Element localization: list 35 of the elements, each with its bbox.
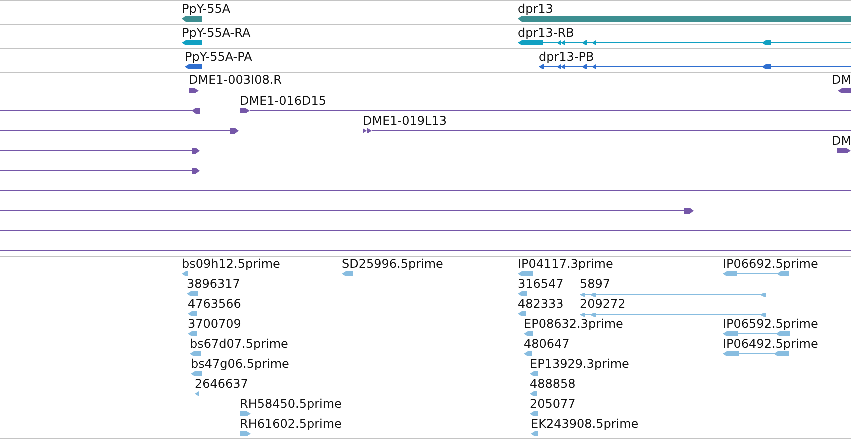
feature-label: IP06592.5prime <box>723 318 818 331</box>
feature-label: EP08632.3prime <box>524 318 624 331</box>
feature-label: EK243908.5prime <box>531 418 639 431</box>
feature-label: IP06492.5prime <box>723 338 818 351</box>
feature-label: 209272 <box>580 298 626 311</box>
feature-label: DME1-019L13 <box>363 115 447 128</box>
feature-label: IP04117.3prime <box>518 258 614 271</box>
feature-label: PpY-55A-PA <box>185 51 252 64</box>
feature-label: 2646637 <box>195 378 248 391</box>
feature-label: bs47g06.5prime <box>191 358 290 371</box>
feature-label: 4763566 <box>188 298 242 311</box>
feature-label: DM <box>832 74 851 87</box>
feature-label: IP06692.5prime <box>723 258 818 271</box>
feature-label: 205077 <box>530 398 576 411</box>
feature-label: RH61602.5prime <box>240 418 342 431</box>
feature-label: 3896317 <box>187 278 240 291</box>
feature-label: bs09h12.5prime <box>182 258 280 271</box>
feature-label: 5897 <box>580 278 611 291</box>
feature-label: DM <box>832 135 851 148</box>
feature-label: DME1-016D15 <box>240 95 327 108</box>
feature-label: 488858 <box>530 378 576 391</box>
feature-label: dpr13-RB <box>518 27 574 40</box>
feature-label: 482333 <box>518 298 564 311</box>
feature-label: SD25996.5prime <box>342 258 444 271</box>
feature-label: bs67d07.5prime <box>190 338 288 351</box>
feature-label: dpr13 <box>518 3 554 16</box>
feature-label: dpr13-PB <box>539 51 594 64</box>
feature-label: DME1-003I08.R <box>189 74 282 87</box>
feature-label: 316547 <box>518 278 564 291</box>
feature-label: 3700709 <box>188 318 242 331</box>
feature-label: EP13929.3prime <box>530 358 630 371</box>
feature-label: PpY-55A <box>182 3 231 16</box>
feature-label: PpY-55A-RA <box>182 27 251 40</box>
feature-label: RH58450.5prime <box>240 398 342 411</box>
feature-label: 480647 <box>524 338 570 351</box>
